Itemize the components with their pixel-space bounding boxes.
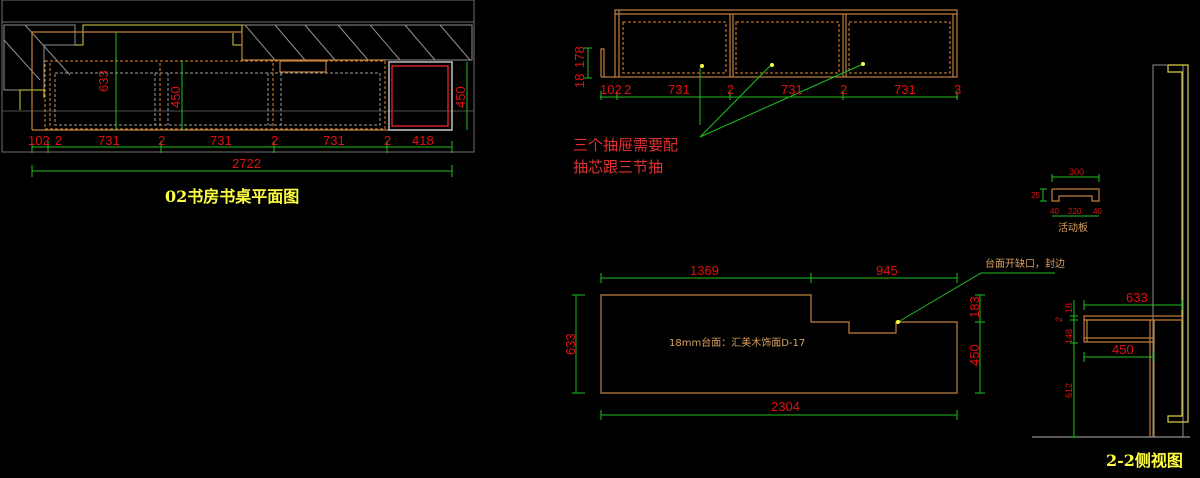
- leader-dot: [700, 64, 704, 68]
- side-dim: 18: [1064, 303, 1074, 313]
- plan-title: 02书房书桌平面图: [165, 187, 299, 206]
- front-dim-lines: [583, 47, 958, 138]
- front-dim: 102: [600, 82, 622, 97]
- board-dim: 25: [1031, 191, 1040, 200]
- front-view: 18 178 102 2 731 2 731 2 731 3 三个抽屉需要配 抽…: [572, 9, 961, 176]
- top-view: 1369 945 633 183 450 2304 18mm台面：汇美木饰面D-…: [563, 257, 1065, 420]
- plan-dim: 731: [98, 133, 120, 148]
- wall-hatch: [3, 24, 473, 91]
- top-dim: 183: [967, 296, 982, 318]
- plan-dim: 418: [412, 133, 434, 148]
- front-dim: 731: [668, 82, 690, 97]
- plan-depth-dim: 450: [453, 86, 468, 108]
- board-dim: 300: [1069, 167, 1084, 177]
- front-dim: 178: [572, 46, 587, 68]
- top-dim: 945: [876, 263, 898, 278]
- wall-trim: [1167, 64, 1189, 423]
- front-dim: 2: [727, 82, 734, 97]
- plan-depth-dim: 633: [96, 70, 111, 92]
- top-dim: 2304: [771, 399, 800, 414]
- movable-board-detail: 300 25 40 220 40 活动板: [1031, 167, 1102, 234]
- leader-line: [699, 63, 773, 138]
- board-shape: [1051, 188, 1100, 202]
- board-dim: 40: [1050, 207, 1059, 216]
- plan-dim: 102: [28, 133, 50, 148]
- drawers-inner-dashed: [54, 72, 381, 126]
- drawers-dashed: [44, 60, 386, 130]
- plan-depth-dim: 450: [168, 86, 183, 108]
- leader-dot: [770, 63, 774, 67]
- drawer-note: 抽芯跟三节抽: [573, 158, 663, 176]
- front-dim: 731: [781, 82, 803, 97]
- side-dim: 633: [1126, 290, 1148, 305]
- top-dim: 450: [967, 344, 982, 366]
- front-dim: 2: [624, 82, 631, 97]
- side-view-title: 2-2侧视图: [1106, 451, 1183, 470]
- side-dim: 148: [1064, 329, 1074, 344]
- side-dim: 2: [1054, 317, 1064, 322]
- plan-depth-dims: [115, 32, 468, 130]
- countertop-outline: [600, 294, 958, 394]
- front-dim: 3: [954, 82, 961, 97]
- plan-total-dim: 2722: [232, 156, 261, 171]
- side-view: 633 450 18 2 148 612 2-2侧视图: [1032, 64, 1190, 470]
- plan-dim: 2: [158, 133, 165, 148]
- plan-dim-lines: [31, 141, 453, 177]
- plan-dim: 2: [271, 133, 278, 148]
- leader-dot: [861, 62, 865, 66]
- plan-dim: 2: [55, 133, 62, 148]
- plan-dim: 731: [210, 133, 232, 148]
- top-dim-lines: [572, 272, 1055, 420]
- drawer-note: 三个抽屉需要配: [573, 136, 678, 154]
- front-dim: 731: [894, 82, 916, 97]
- notch-callout: 台面开缺口，封边: [985, 257, 1065, 270]
- material-label: 18mm台面：汇美木饰面D-17: [669, 336, 805, 349]
- side-cabinet-inner: [391, 65, 449, 127]
- side-desk: [1083, 315, 1183, 437]
- side-dim-lines: [1070, 300, 1183, 438]
- front-dim: 2: [840, 82, 847, 97]
- wall-section: [1152, 64, 1184, 438]
- board-dim: 220: [1068, 207, 1082, 216]
- side-dim: 450: [1112, 342, 1134, 357]
- front-cabinet: [600, 9, 958, 78]
- plan-dim: 2: [384, 133, 391, 148]
- board-dim: 40: [1093, 207, 1102, 216]
- top-dim: 1369: [690, 263, 719, 278]
- plan-wall-outline: [19, 24, 243, 110]
- top-dim: 633: [563, 333, 578, 355]
- leader-line: [699, 63, 864, 138]
- plan-frame: [1, 0, 475, 153]
- front-drawers: [622, 21, 951, 74]
- plan-dim: 731: [323, 133, 345, 148]
- front-dim: 18: [572, 74, 587, 88]
- side-dim: 612: [1064, 383, 1074, 398]
- side-cabinet: [388, 61, 453, 131]
- board-label: 活动板: [1058, 221, 1088, 234]
- plan-view: 633 450 450 102 2 731 2 731 2 731 2 418 …: [1, 0, 475, 206]
- board-dim-lines: [1040, 174, 1100, 217]
- callout-leader: [897, 272, 1055, 323]
- callout-dot: [896, 320, 900, 324]
